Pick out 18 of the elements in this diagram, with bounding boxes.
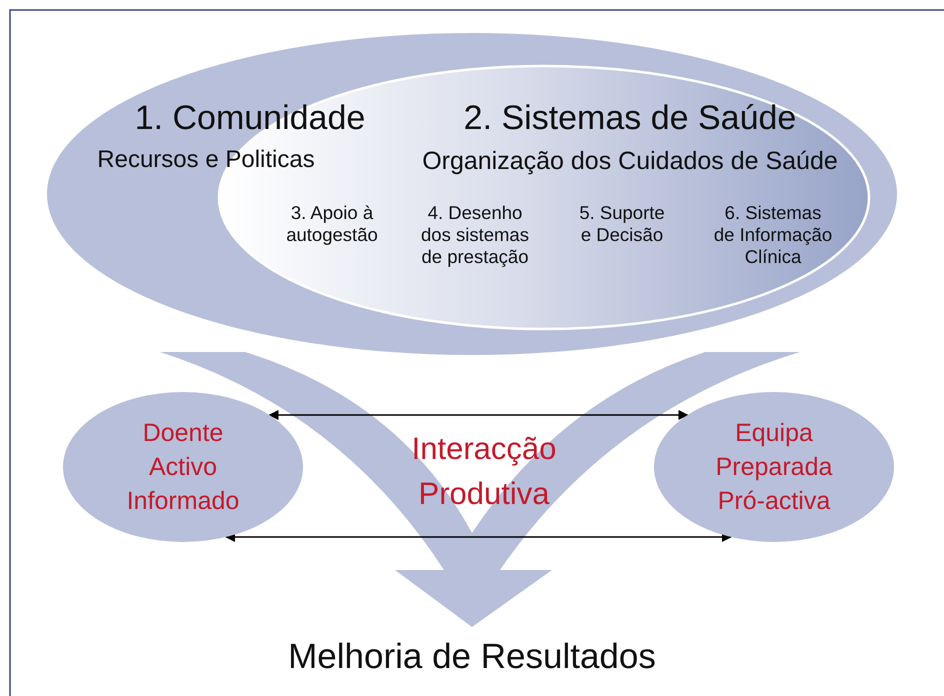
ellipse-text: Equipa Preparada Pró-activa <box>714 418 834 517</box>
outcome-text: Melhoria de Resultados <box>287 636 657 678</box>
component-text: 5. Suporte e Decisão <box>578 202 666 246</box>
section-heading: 1. Comunidade <box>134 98 366 139</box>
v-arrow <box>160 352 800 627</box>
double-arrow <box>225 532 732 542</box>
ellipse-text: Doente Activo Informado <box>126 418 240 517</box>
component-text: 4. Desenho dos sistemas de prestação <box>420 202 530 269</box>
section-heading: 2. Sistemas de Saúde <box>462 98 798 139</box>
component-text: 3. Apoio à autogestão <box>285 202 379 246</box>
ellipse <box>63 392 303 542</box>
ellipse <box>654 392 894 542</box>
interaction-text: Interacção Produtiva <box>410 430 558 513</box>
section-subheading: Organização dos Cuidados de Saúde <box>421 146 839 176</box>
section-subheading: Recursos e Politicas <box>96 146 316 175</box>
component-text: 6. Sistemas de Informação Clínica <box>712 202 834 269</box>
double-arrow <box>268 410 689 420</box>
outer-ellipse <box>47 33 897 355</box>
